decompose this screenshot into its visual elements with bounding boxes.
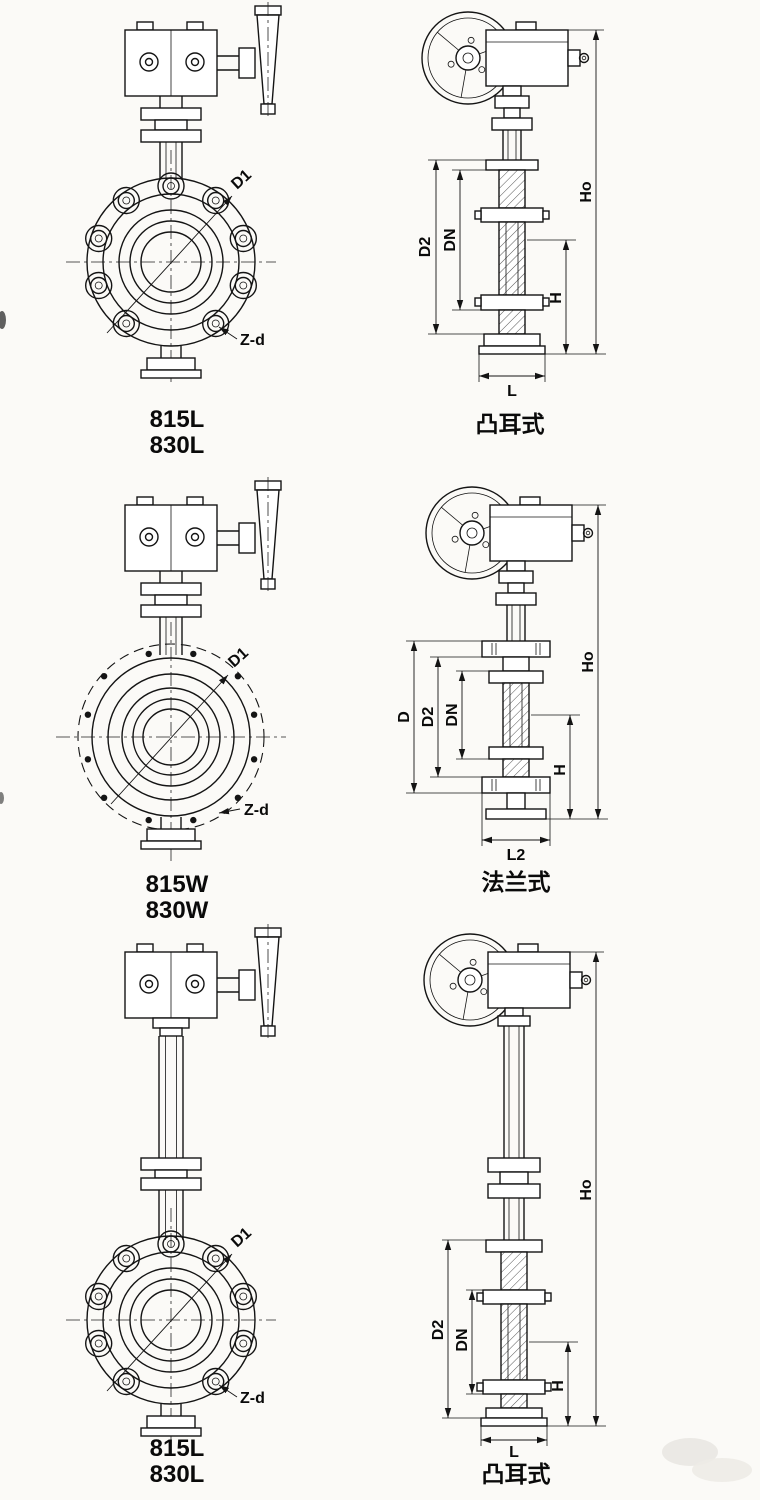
fig1-dim-d2: D2 <box>417 159 486 335</box>
fig1-front-view: D1 Z-d 815L 830L <box>66 1 282 459</box>
fig2-dim-h: H <box>531 714 608 820</box>
fig3-dim-h-label: H <box>550 1380 567 1392</box>
fig1-dim-zd-label: Z-d <box>240 332 265 349</box>
figure-1: D1 Z-d 815L 830L <box>66 1 606 459</box>
fig3-dim-d2: D2 <box>430 1239 486 1419</box>
fig3-dim-zd-label: Z-d <box>240 1390 265 1407</box>
fig2-dim-d2: D2 <box>420 656 489 778</box>
fig3-side-view: D2 DN H Ho L <box>423 933 606 1487</box>
figure-2: D1 Z-d 815W 830W <box>56 476 608 924</box>
fig3-dim-l-label: L <box>509 1444 519 1461</box>
fig1-model-1: 815L <box>150 406 205 433</box>
scan-artifacts <box>0 311 752 1482</box>
fig2-dim-d2-label: D2 <box>420 707 437 728</box>
fig2-dim-dn: DN <box>444 670 503 760</box>
fig1-dim-d1-label: D1 <box>228 167 255 193</box>
fig2-gear-actuator-front <box>124 476 282 596</box>
fig2-dim-zd-label: Z-d <box>244 802 269 819</box>
fig2-side-view: DN D2 D H Ho <box>396 486 608 895</box>
fig3-gear-actuator-front <box>124 923 282 1043</box>
fig1-dim-l: L <box>478 354 546 400</box>
fig1-stem-neck <box>140 95 202 181</box>
fig2-bolt-holes <box>84 650 258 824</box>
fig1-model-2: 830L <box>150 432 205 459</box>
fig2-dim-ho-label: Ho <box>580 651 597 673</box>
fig1-dim-dn: DN <box>442 169 499 311</box>
fig3-model-2: 830L <box>150 1461 205 1488</box>
fig1-dim-d2-label: D2 <box>417 237 434 258</box>
fig2-dim-l2: L2 <box>481 793 551 864</box>
fig2-wafer-body-front <box>56 622 286 862</box>
fig2-dim-d-label: D <box>396 711 413 723</box>
fig1-side-body <box>474 85 550 355</box>
fig2-dim-d1-label: D1 <box>225 645 252 671</box>
fig3-dim-dn-label: DN <box>454 1328 471 1351</box>
fig1-dim-h: H <box>527 239 606 355</box>
fig1-dim-ho: Ho <box>568 29 604 354</box>
fig2-front-view: D1 Z-d 815W 830W <box>56 476 286 924</box>
fig2-side-body <box>481 560 551 820</box>
fig1-side-view: DN D2 H Ho L <box>417 11 606 437</box>
fig2-model-1: 815W <box>146 871 209 898</box>
fig2-dim-h-label: H <box>552 764 569 776</box>
fig3-side-body <box>476 1007 552 1427</box>
fig3-extended-stem-front <box>140 1017 202 1240</box>
fig2-dim-l2-label: L2 <box>507 847 526 864</box>
fig3-dim-d2-label: D2 <box>430 1320 447 1341</box>
fig3-front-view: D1 Z-d 815L 830L <box>66 923 282 1488</box>
fig2-type-label: 法兰式 <box>482 869 551 895</box>
fig2-model-2: 830W <box>146 897 209 924</box>
fig1-dim-l-label: L <box>507 383 517 400</box>
fig1-dim-ho-label: Ho <box>578 181 595 203</box>
fig1-gear-actuator-front <box>124 1 282 121</box>
fig3-dim-d1-label: D1 <box>228 1225 255 1251</box>
figure-3: D1 Z-d 815L 830L <box>66 923 606 1488</box>
fig3-type-label: 凸耳式 <box>482 1461 551 1487</box>
fig1-dim-dn-label: DN <box>442 228 459 251</box>
fig3-dim-ho: Ho <box>570 951 604 1426</box>
fig2-dim-ho: Ho <box>572 504 606 819</box>
fig1-type-label: 凸耳式 <box>476 411 545 437</box>
fig3-dim-dn: DN <box>454 1289 501 1395</box>
fig1-dim-h-label: H <box>548 292 565 304</box>
fig2-dim-d: D <box>396 640 482 794</box>
fig2-dim-dn-label: DN <box>444 703 461 726</box>
fig3-model-1: 815L <box>150 1435 205 1462</box>
fig3-dim-ho-label: Ho <box>578 1179 595 1201</box>
fig3-dim-l: L <box>480 1426 548 1461</box>
